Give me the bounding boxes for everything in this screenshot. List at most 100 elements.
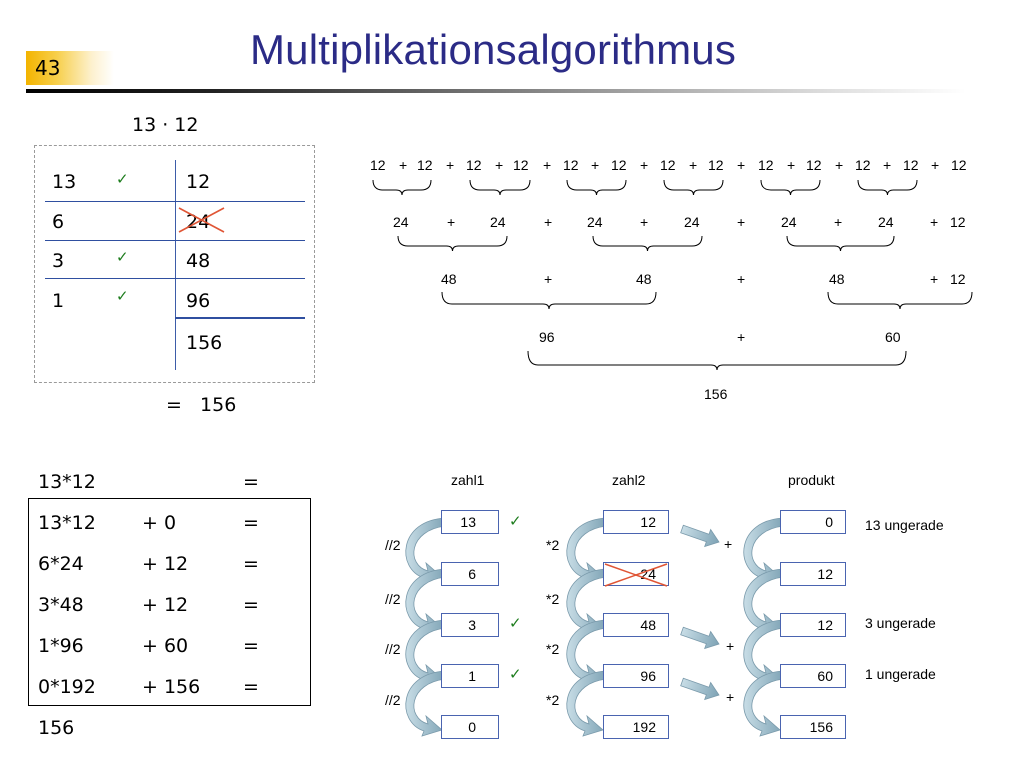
zahl2-op: *2 xyxy=(546,537,560,553)
produkt-box: 156 xyxy=(780,715,846,739)
title-rule xyxy=(26,89,966,93)
brace-term: 96 xyxy=(539,329,555,345)
brace-term: 48 xyxy=(829,271,845,287)
check-icon: ✓ xyxy=(116,170,129,188)
curved-arrow xyxy=(566,670,608,737)
plus-sign: + xyxy=(787,157,796,173)
plus-sign: + xyxy=(446,157,455,173)
equation-equals: = xyxy=(243,635,259,657)
equation-addend: + 12 xyxy=(142,553,189,575)
equation-box xyxy=(28,498,311,706)
odd-note: 3 ungerade xyxy=(865,615,936,631)
brace-term: 156 xyxy=(704,386,728,402)
brace-term: 24 xyxy=(878,214,894,230)
equation-addend: + 60 xyxy=(142,635,189,657)
curly-brace xyxy=(592,235,703,252)
plus-sign: + xyxy=(640,157,649,173)
zahl2-op: *2 xyxy=(546,591,560,607)
plus-sign: + xyxy=(737,157,746,173)
plus-sign: + xyxy=(737,214,746,230)
plus-sign: + xyxy=(883,157,892,173)
header-zahl1: zahl1 xyxy=(451,472,485,488)
brace-term: 24 xyxy=(490,214,506,230)
brace-term: 12 xyxy=(513,157,529,173)
produkt-box: 0 xyxy=(780,510,846,534)
brace-term: 12 xyxy=(417,157,433,173)
equation-expr: 6*24 xyxy=(38,553,84,575)
table-rule xyxy=(45,201,305,202)
zahl1-op: //2 xyxy=(385,692,401,708)
zahl1-box: 3 xyxy=(441,613,499,637)
curly-brace xyxy=(857,179,918,196)
check-icon: ✓ xyxy=(116,248,129,266)
zahl1-op: //2 xyxy=(385,591,401,607)
plus-label: + xyxy=(724,536,733,552)
brace-term: 12 xyxy=(758,157,774,173)
plus-sign: + xyxy=(737,271,746,287)
multiplication-table-frame xyxy=(34,145,315,383)
multiplication-expression: 13 · 12 xyxy=(132,114,199,136)
zahl1-box: 0 xyxy=(441,715,499,739)
equation-expr: 13*12 xyxy=(38,471,96,493)
brace-term: 12 xyxy=(806,157,822,173)
produkt-box: 12 xyxy=(780,613,846,637)
zahl1-box: 6 xyxy=(441,562,499,586)
equation-expr: 0*192 xyxy=(38,676,96,698)
zahl1-box: 1 xyxy=(441,664,499,688)
curly-brace xyxy=(786,235,895,252)
multiplication-result: = 156 xyxy=(166,394,237,416)
add-arrow xyxy=(680,626,720,650)
equation-addend: + 12 xyxy=(142,594,189,616)
brace-term: 12 xyxy=(660,157,676,173)
zahl1-op: //2 xyxy=(385,537,401,553)
brace-term: 24 xyxy=(781,214,797,230)
table-rule xyxy=(45,240,305,241)
brace-term: 12 xyxy=(370,157,386,173)
slide-title: Multiplikationsalgorithmus xyxy=(250,26,737,73)
brace-term: 24 xyxy=(587,214,603,230)
plus-sign: + xyxy=(591,157,600,173)
header-produkt: produkt xyxy=(788,472,835,488)
plus-sign: + xyxy=(495,157,504,173)
equation-equals: = xyxy=(243,676,259,698)
curved-arrow xyxy=(743,670,785,737)
zahl2-box: 192 xyxy=(603,715,669,739)
table-right-value: 12 xyxy=(186,171,211,193)
brace-term: 12 xyxy=(611,157,627,173)
equation-equals: = xyxy=(243,594,259,616)
plus-sign: + xyxy=(930,214,939,230)
page-number: 43 xyxy=(26,51,114,85)
equation-addend: + 0 xyxy=(142,512,177,534)
odd-note: 1 ungerade xyxy=(865,666,936,682)
curly-brace xyxy=(566,179,627,196)
zahl2-op: *2 xyxy=(546,641,560,657)
brace-term: 12 xyxy=(563,157,579,173)
curly-brace xyxy=(527,350,907,371)
curly-brace xyxy=(760,179,821,196)
produkt-box: 12 xyxy=(780,562,846,586)
brace-term: 12 xyxy=(903,157,919,173)
zahl2-box: 24 xyxy=(603,562,669,586)
check-icon: ✓ xyxy=(509,665,522,683)
brace-term: 60 xyxy=(885,329,901,345)
check-icon: ✓ xyxy=(509,614,522,632)
plus-sign: + xyxy=(737,329,746,345)
brace-term: 12 xyxy=(855,157,871,173)
table-sum: 156 xyxy=(186,332,223,354)
sum-rule xyxy=(175,317,305,319)
check-icon: ✓ xyxy=(116,287,129,305)
equation-addend: + 156 xyxy=(142,676,201,698)
equation-expr: 3*48 xyxy=(38,594,84,616)
plus-sign: + xyxy=(447,214,456,230)
curly-brace xyxy=(441,291,657,310)
brace-term: 48 xyxy=(441,271,457,287)
table-rule xyxy=(45,278,305,279)
brace-term: 12 xyxy=(708,157,724,173)
curly-brace xyxy=(397,235,508,252)
plus-sign: + xyxy=(689,157,698,173)
plus-sign: + xyxy=(640,214,649,230)
zahl1-box: 13 xyxy=(441,510,499,534)
plus-sign: + xyxy=(931,157,940,173)
